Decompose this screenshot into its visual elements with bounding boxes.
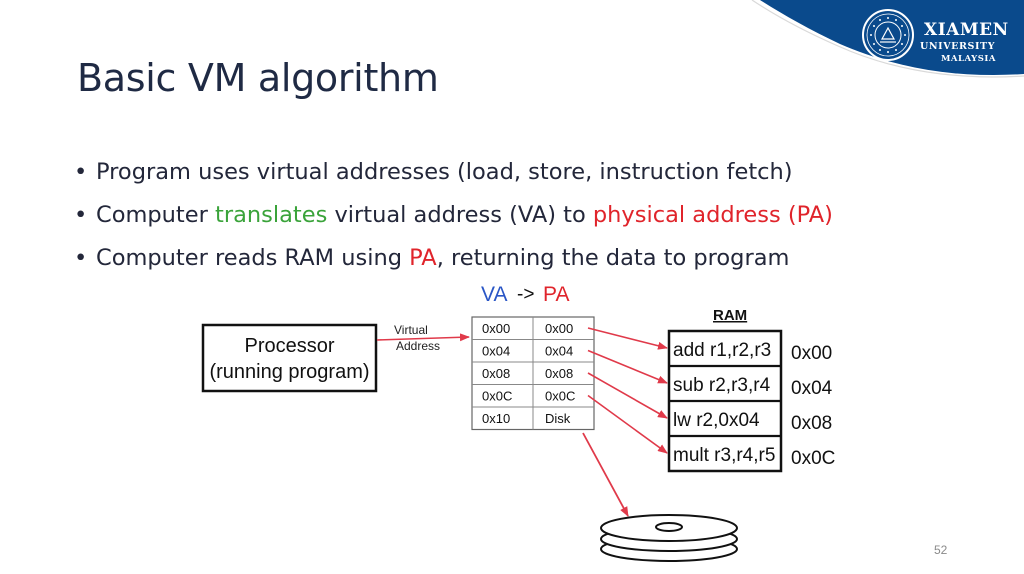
page-table-pa-cell: 0x04 <box>545 344 573 359</box>
ram-block: add r1,r2,r3 0x00 sub r2,r3,r4 0x04 lw r2,0x… <box>669 331 835 471</box>
page-table-va-cell: 0x10 <box>482 411 510 426</box>
page-table-va-cell: 0x04 <box>482 344 510 359</box>
page-table-pa-cell: Disk <box>545 411 571 426</box>
ram-instruction: lw r2,0x04 <box>673 410 760 431</box>
translation-arrow <box>588 396 667 454</box>
translation-arrow <box>588 328 667 348</box>
ram-instruction: mult r3,r4,r5 <box>673 445 775 466</box>
ram-instruction: add r1,r2,r3 <box>673 340 771 361</box>
va-label: VA <box>481 283 507 306</box>
ram-address: 0x0C <box>791 448 835 469</box>
page-table-va-cell: 0x00 <box>482 321 510 336</box>
page-table-pa-cell: 0x0C <box>545 389 575 404</box>
page-table-va-cell: 0x0C <box>482 389 512 404</box>
translation-arrow <box>588 373 667 418</box>
virtual-address-label-1: Virtual <box>394 323 428 337</box>
page-number: 52 <box>934 543 947 557</box>
translation-arrows <box>588 328 667 453</box>
disk-icon <box>601 515 737 561</box>
page-table-va-cell: 0x08 <box>482 366 510 381</box>
pa-label: PA <box>543 283 569 306</box>
page-table-pa-cell: 0x00 <box>545 321 573 336</box>
translation-arrow <box>588 351 667 384</box>
page-table: 0x00 0x00 0x04 0x04 0x08 0x08 0x0C 0x0C 0x10 Disk <box>472 317 594 430</box>
virtual-address-label-2: Address <box>396 339 440 353</box>
ram-address: 0x04 <box>791 378 833 399</box>
ram-instruction: sub r2,r3,r4 <box>673 375 771 396</box>
processor-label: Processor <box>244 335 334 357</box>
ram-address: 0x00 <box>791 343 832 364</box>
page-table-pa-cell: 0x08 <box>545 366 573 381</box>
ram-label: RAM <box>713 307 747 324</box>
va-pa-arrow-label: -> <box>517 284 534 305</box>
disk-arrow <box>583 433 628 516</box>
processor-box: Processor (running program) <box>203 325 376 391</box>
processor-sublabel: (running program) <box>209 361 369 383</box>
ram-address: 0x08 <box>791 413 832 434</box>
